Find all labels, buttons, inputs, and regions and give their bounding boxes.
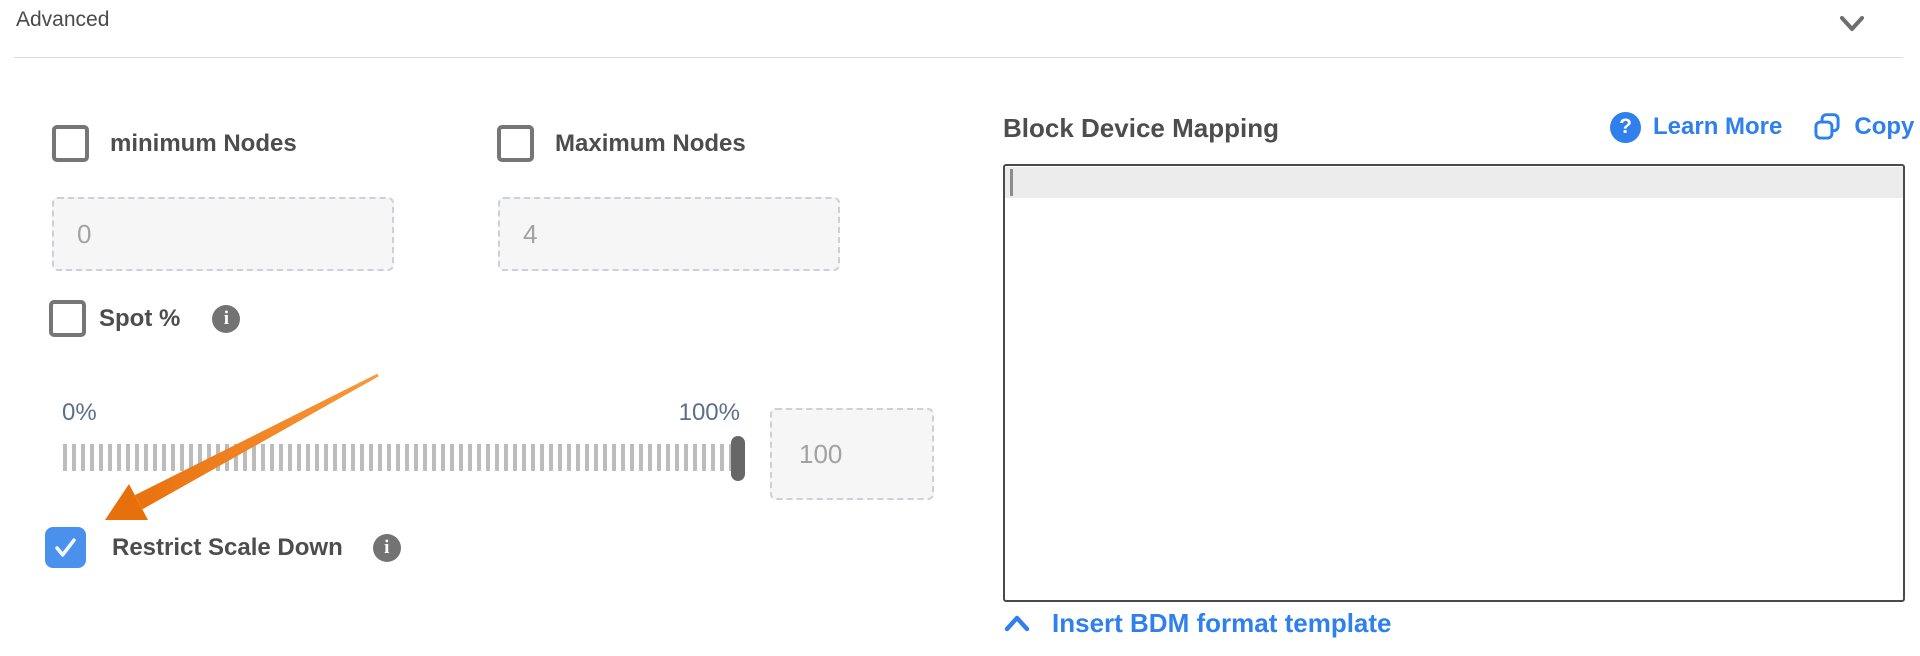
- spot-pct-label[interactable]: Spot %: [99, 304, 181, 332]
- spot-pct-slider-handle[interactable]: [731, 436, 745, 481]
- bdm-header-links: ? Learn More Copy: [1610, 111, 1914, 143]
- chevron-up-icon: [1004, 615, 1030, 631]
- min-nodes-checkbox[interactable]: [52, 125, 89, 162]
- learn-more-label: Learn More: [1653, 113, 1783, 140]
- restrict-scale-down-checkbox[interactable]: [45, 527, 86, 568]
- max-nodes-checkbox[interactable]: [497, 125, 534, 162]
- min-nodes-row: minimum Nodes: [52, 125, 297, 162]
- min-nodes-input[interactable]: [52, 197, 394, 271]
- spot-pct-checkbox[interactable]: [49, 300, 86, 337]
- spot-info-icon[interactable]: i: [212, 304, 241, 333]
- slider-max-label: 100%: [678, 399, 740, 426]
- restrict-scale-down-label[interactable]: Restrict Scale Down: [112, 533, 343, 561]
- bdm-editor[interactable]: [1003, 164, 1905, 602]
- insert-bdm-template-label: Insert BDM format template: [1052, 608, 1392, 638]
- text-cursor: [1010, 169, 1013, 196]
- copy-button[interactable]: Copy: [1812, 111, 1914, 143]
- copy-label: Copy: [1854, 113, 1915, 140]
- bdm-title: Block Device Mapping: [1003, 113, 1279, 143]
- min-nodes-label[interactable]: minimum Nodes: [110, 129, 297, 157]
- annotation-arrow: [105, 373, 379, 520]
- max-nodes-input[interactable]: [498, 197, 840, 271]
- restrict-info-icon[interactable]: i: [372, 533, 401, 562]
- restrict-scale-down-row: Restrict Scale Down i: [45, 527, 401, 568]
- editor-active-line: [1005, 167, 1903, 198]
- learn-more-link[interactable]: ? Learn More: [1610, 111, 1783, 143]
- checkmark-icon: [55, 538, 76, 557]
- spot-pct-row: Spot % i: [49, 300, 241, 337]
- slider-scale-labels: 0% 100%: [62, 399, 740, 427]
- max-nodes-row: Maximum Nodes: [497, 125, 746, 162]
- section-title: Advanced: [16, 8, 110, 31]
- slider-min-label: 0%: [62, 399, 97, 426]
- chevron-down-icon[interactable]: [1836, 8, 1868, 38]
- copy-icon: [1814, 113, 1840, 140]
- max-nodes-label[interactable]: Maximum Nodes: [555, 129, 746, 157]
- insert-bdm-template-link[interactable]: Insert BDM format template: [1003, 608, 1392, 639]
- question-icon: ?: [1610, 111, 1641, 143]
- spot-pct-value-input[interactable]: [770, 408, 934, 500]
- spot-pct-slider-track[interactable]: [63, 444, 731, 471]
- section-divider: [14, 57, 1903, 58]
